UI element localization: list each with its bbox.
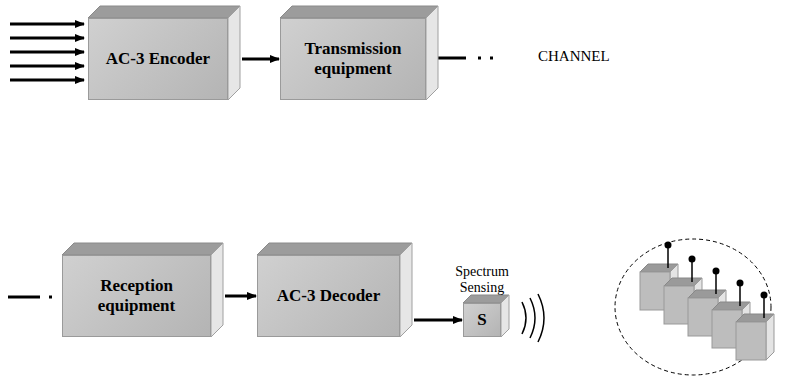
input-arrows	[10, 24, 84, 80]
process-box: Transmission equipment	[280, 18, 426, 100]
flow-arrow	[414, 319, 462, 322]
box-side	[501, 295, 509, 337]
device	[736, 292, 774, 361]
box-label: Transmission equipment	[281, 39, 425, 78]
box-label: Reception equipment	[63, 276, 210, 315]
box-top	[88, 6, 240, 18]
device-group	[615, 239, 771, 375]
box-top	[62, 243, 223, 255]
box-top	[257, 243, 412, 255]
box-side	[228, 6, 240, 100]
box-label: S	[471, 310, 492, 330]
flow-arrow	[242, 58, 279, 61]
box-heading: Spectrum Sensing	[442, 264, 522, 296]
process-box: Reception equipment	[62, 255, 211, 337]
box-label: AC-3 Encoder	[100, 49, 216, 69]
box-top	[280, 6, 438, 18]
radio-waves	[522, 294, 544, 342]
channel-label: CHANNEL	[538, 48, 610, 65]
box-side	[400, 243, 412, 337]
box-side	[211, 243, 223, 337]
antenna-devices	[640, 242, 774, 361]
process-box: Spectrum SensingS	[463, 303, 501, 337]
box-label: AC-3 Decoder	[271, 286, 386, 306]
box-side	[426, 6, 438, 100]
process-box: AC-3 Encoder	[88, 18, 228, 100]
flow-arrow	[225, 295, 256, 298]
process-box: AC-3 Decoder	[257, 255, 400, 337]
